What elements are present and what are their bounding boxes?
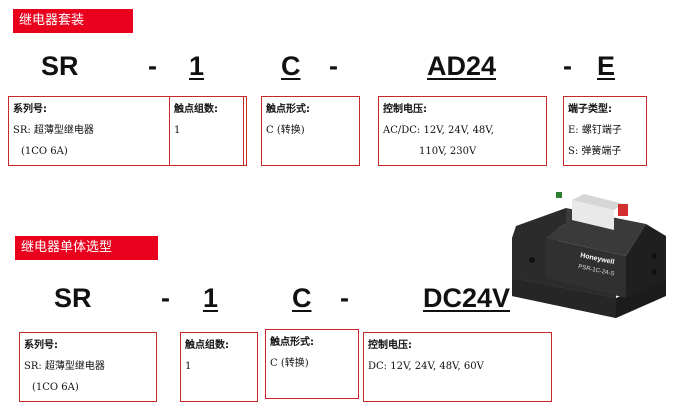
contact-form-box-2: 触点形式: C (转换) (265, 329, 359, 399)
code-contact-form: C (281, 51, 301, 81)
contact-form-value: C (转换) (270, 358, 309, 369)
contact-form-value: C (转换) (266, 125, 305, 136)
contact-form-title: 触点形式: (266, 104, 310, 115)
terminal-box: 端子类型: E: 螺钉端子 S: 弹簧端子 (563, 96, 647, 166)
contact-count-value: 1 (185, 361, 192, 372)
code-contact-count: 1 (189, 51, 205, 81)
voltage-line: DC: 12V, 24V, 48V, 60V (368, 361, 484, 372)
series-line: (1CO 6A) (21, 146, 68, 157)
voltage-box: 控制电压: AC/DC: 12V, 24V, 48V, 110V, 230V (378, 96, 547, 166)
contact-count-value: 1 (174, 125, 181, 136)
code-dash: - (340, 283, 349, 313)
series-line: (1CO 6A) (32, 382, 79, 393)
series-line: SR: 超薄型继电器 (24, 361, 105, 372)
contact-form-box: 触点形式: C (转换) (261, 96, 360, 166)
voltage-title: 控制电压: (383, 104, 427, 115)
terminal-line: E: 螺钉端子 (568, 125, 622, 136)
code-contact-count: 1 (203, 283, 219, 313)
code-terminal: E (597, 51, 616, 81)
voltage-title: 控制电压: (368, 340, 412, 351)
series-box-2: 系列号: SR: 超薄型继电器 (1CO 6A) (19, 332, 157, 402)
terminal-line: S: 弹簧端子 (568, 146, 622, 157)
series-title: 系列号: (13, 104, 47, 115)
voltage-line: AC/DC: 12V, 24V, 48V, (383, 125, 494, 136)
code-dash: - (563, 51, 572, 81)
series-box: 系列号: SR: 超薄型继电器 (1CO 6A) (8, 96, 244, 166)
voltage-line: 110V, 230V (419, 146, 477, 157)
code-dash: - (148, 51, 157, 81)
relay-module-image: Honeywell PSR-1C-24-S (512, 192, 666, 318)
code-dash: - (161, 283, 170, 313)
contact-count-title: 触点组数: (185, 340, 229, 351)
code-dash: - (329, 51, 338, 81)
section1-banner: 继电器套装 (13, 9, 133, 33)
code-contact-form: C (292, 283, 312, 313)
contact-count-title: 触点组数: (174, 104, 218, 115)
code-series: SR (41, 51, 79, 81)
series-title: 系列号: (24, 340, 58, 351)
code-voltage: AD24 (427, 51, 497, 81)
code-series: SR (54, 283, 92, 313)
contact-count-box-2: 触点组数: 1 (180, 332, 258, 402)
series-line: SR: 超薄型继电器 (13, 125, 94, 136)
contact-form-title: 触点形式: (270, 337, 314, 348)
terminal-title: 端子类型: (568, 104, 612, 115)
section2-banner: 继电器单体选型 (15, 236, 158, 260)
contact-count-box: 触点组数: 1 (169, 96, 247, 166)
voltage-box-2: 控制电压: DC: 12V, 24V, 48V, 60V (363, 332, 552, 402)
code-voltage: DC24V (423, 283, 511, 313)
